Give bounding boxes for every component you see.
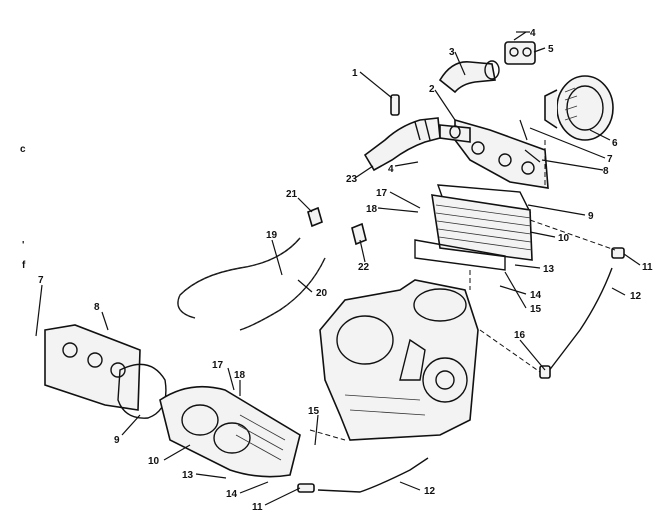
label-6: 6 — [612, 138, 618, 149]
label-7-left: 7 — [38, 275, 44, 286]
label-4-top: 4 — [530, 28, 536, 39]
label-18-left: 18 — [234, 370, 246, 381]
hoses — [177, 206, 367, 331]
cylinder-head-assembly — [363, 94, 549, 271]
air-filter-assembly — [438, 31, 614, 141]
label-17-top: 17 — [376, 188, 388, 199]
lower-cylinder-head — [44, 324, 301, 478]
label-1: 1 — [352, 68, 358, 79]
label-8-left: 8 — [94, 302, 100, 313]
part-labels: 1 2 3 4 4 5 6 7 7 8 8 9 9 10 10 11 11 12… — [38, 28, 653, 513]
label-12-right: 12 — [630, 291, 642, 302]
label-15-left: 15 — [308, 406, 320, 417]
label-8-top: 8 — [603, 166, 609, 177]
label-5: 5 — [548, 44, 554, 55]
label-17-left: 17 — [212, 360, 224, 371]
label-16: 16 — [514, 330, 526, 341]
label-22: 22 — [358, 262, 370, 273]
label-2: 2 — [429, 84, 435, 95]
stray-mark-1: c — [20, 144, 26, 155]
leader-lines — [35, 31, 641, 506]
label-18-top: 18 — [366, 204, 378, 215]
label-10-left: 10 — [148, 456, 160, 467]
label-20: 20 — [316, 288, 328, 299]
label-14-left: 14 — [226, 489, 238, 500]
stray-mark-2: ' — [22, 240, 24, 251]
label-15-right: 15 — [530, 304, 542, 315]
label-7-top: 7 — [607, 154, 613, 165]
label-4-mid: 4 — [388, 164, 394, 175]
label-13-left: 13 — [182, 470, 194, 481]
label-11-right: 11 — [642, 262, 653, 273]
label-12-bottom: 12 — [424, 486, 436, 497]
label-13-right: 13 — [543, 264, 555, 275]
label-11-bottom: 11 — [252, 502, 263, 513]
label-9-left: 9 — [114, 435, 120, 446]
label-3: 3 — [449, 47, 455, 58]
label-10-top: 10 — [558, 233, 570, 244]
label-23: 23 — [346, 174, 358, 185]
crankcase — [319, 279, 479, 441]
label-9-top: 9 — [588, 211, 594, 222]
stray-mark-3: f — [22, 260, 26, 271]
tubes — [297, 247, 625, 493]
label-14-right: 14 — [530, 290, 542, 301]
label-21: 21 — [286, 189, 298, 200]
label-19: 19 — [266, 230, 278, 241]
